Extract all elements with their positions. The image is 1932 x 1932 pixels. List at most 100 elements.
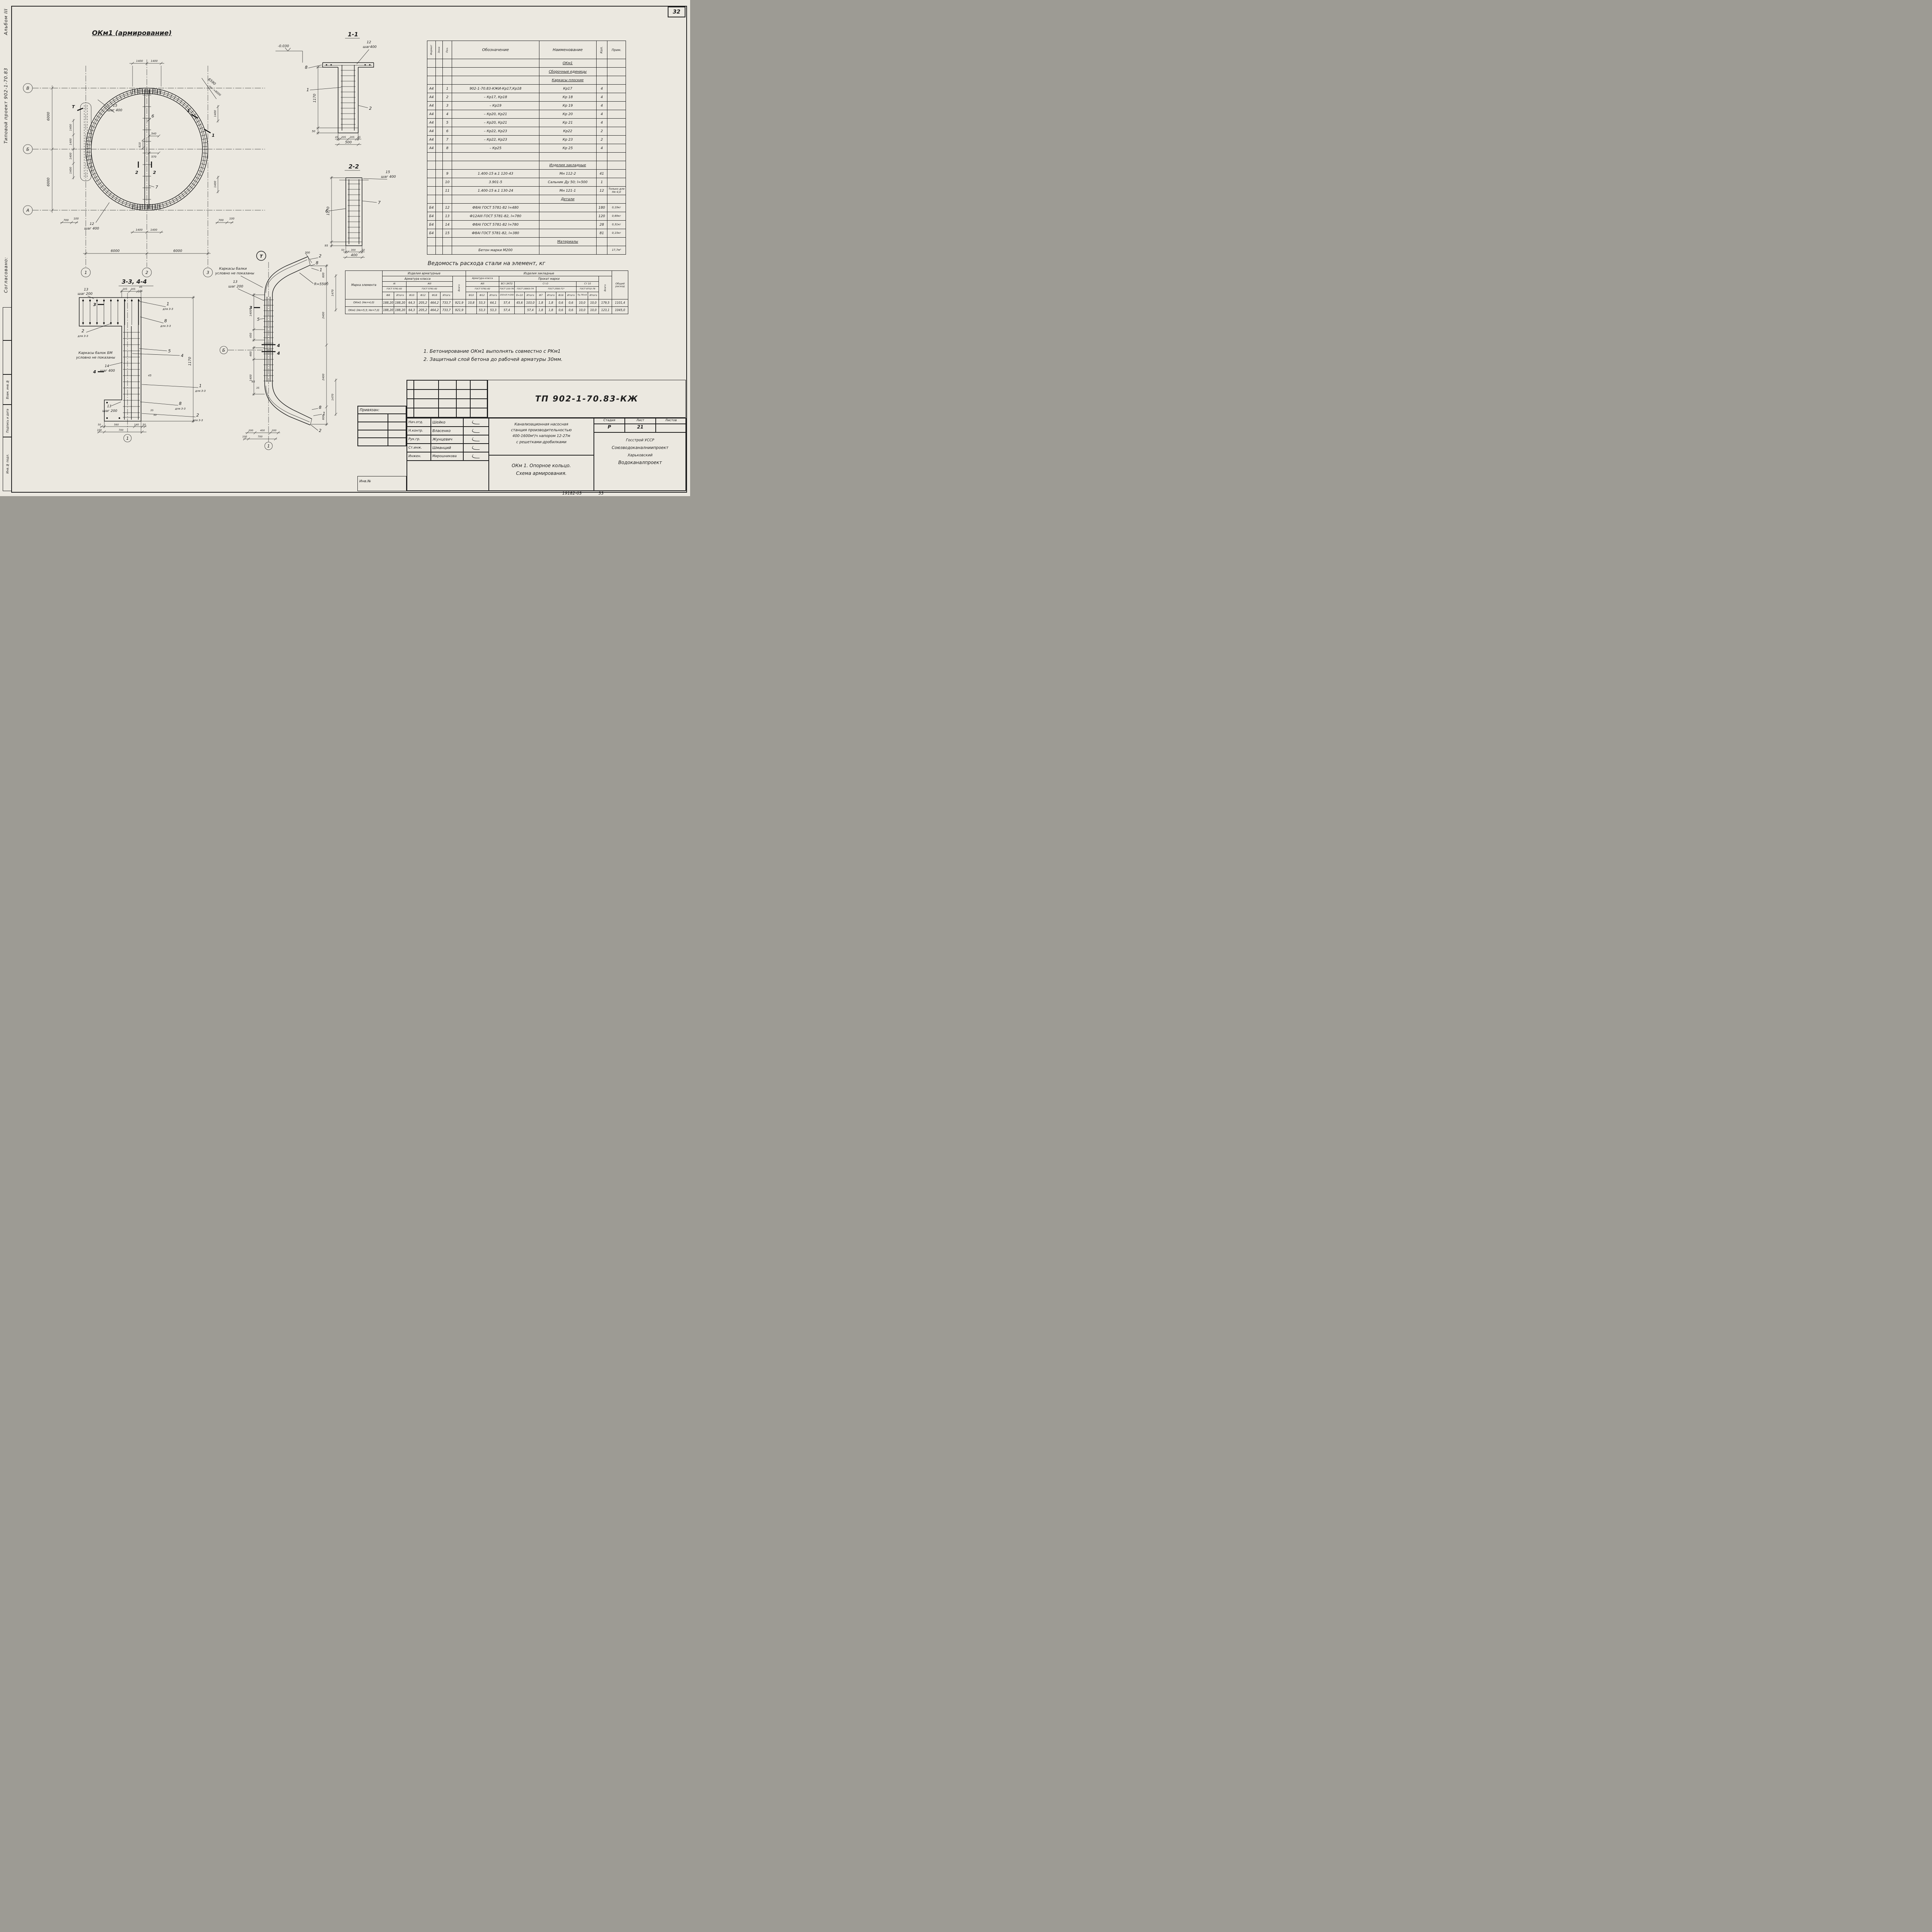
dim-label: 1400 (136, 228, 143, 231)
callout-label: для 3-3 (192, 419, 203, 422)
dim-label: 45 (357, 136, 361, 139)
callout-label: 2 (82, 328, 84, 333)
dim-label: 1170 (188, 357, 192, 366)
axis-label: А (26, 208, 29, 213)
dim-label: 50 (341, 248, 344, 252)
dim-label: 1400 (69, 153, 72, 160)
signature-mark (470, 437, 482, 441)
document-code: ТП 902-1-70.83-КЖ (488, 380, 686, 418)
dim-label: 205 (350, 136, 354, 139)
dim-label: 45 (148, 374, 151, 377)
callout-label: шаг 400 (100, 369, 115, 373)
dim-label: 1400 (151, 60, 158, 63)
spec-header-format: Формат (430, 44, 433, 55)
callout-label: для 3-3 (195, 389, 206, 393)
callout-label: шаг 200 (102, 409, 117, 413)
axis-label: 2 (146, 270, 148, 275)
plan-t-zone (80, 102, 92, 181)
axis-label: 3 (207, 270, 209, 275)
margin-box-vzam: Взам. инв.№ (3, 374, 12, 405)
dim-label: 35 (150, 409, 153, 412)
callout-label: 2 (196, 413, 199, 418)
dim-label: 300 (351, 248, 355, 252)
sheet-number: 32 (668, 7, 685, 17)
dim-label: 50 (312, 130, 315, 133)
stage-header: Стадия (594, 418, 625, 424)
dim-label: 1400 (136, 60, 143, 63)
callout-label: 1 (167, 301, 169, 306)
spec-header-note: Прим. (607, 41, 626, 59)
callout-label: 12 (90, 222, 94, 226)
spec-group-row: ОКм1 (427, 59, 626, 68)
callout-label: 13 (233, 280, 238, 284)
section-mark: 4 (277, 351, 280, 356)
dim-label: 700 (119, 429, 123, 432)
attachment-block: Привязан: (357, 406, 406, 446)
callout-label: шаг 400 (84, 227, 99, 231)
detail-labels: R=5500 300 2 8 1 3 5 4 4 8 1 2 (249, 251, 328, 433)
plan-drawing: В Б А 1 2 3 6000 6000 (23, 60, 265, 277)
axis-label: 1 (126, 436, 129, 441)
section-title: 2-2 (349, 163, 359, 170)
section-mark: 3 (249, 305, 252, 310)
callout-label: 8 (319, 405, 321, 410)
callout-label: шаг 200 (78, 292, 93, 296)
note-label: условно не показаны (76, 356, 115, 360)
dim-label: 1400 (69, 167, 72, 174)
section-2-2: 2-2 15 шаг 400 7 6 1170 95 50 300 50 (325, 163, 396, 259)
dim-label: 1400 (249, 310, 252, 316)
callout-label: 13 (107, 405, 112, 408)
callout-label: шаг 400 (107, 109, 122, 112)
dim-label: 205 (131, 287, 135, 291)
section-dims: 1170 95 50 300 50 400 (325, 176, 365, 259)
axis-label: Б (26, 147, 29, 152)
callout-label: 7 (155, 185, 158, 190)
section-title: 1-1 (348, 31, 358, 38)
section-rebar (348, 179, 360, 244)
dim-label: 100 (229, 217, 235, 220)
axis-label: В (26, 86, 29, 91)
dim-label: 200 (248, 429, 253, 432)
signature-mark (470, 429, 482, 433)
dim-label: 1400 (69, 138, 72, 145)
signer-role: Ст.инж. (407, 444, 431, 452)
dim-label: 1470 (331, 289, 334, 296)
dim-label: 100 (73, 217, 79, 220)
signer-role: Инжен. (407, 452, 431, 461)
callout-label: 2 (369, 106, 372, 111)
dim-label: 540 (151, 132, 156, 135)
callout-label: 13 (84, 288, 88, 292)
dim-label: 2400 (322, 374, 325, 381)
dim-label: 500 (345, 141, 352, 145)
spec-group-row: Сборочные единицы (427, 67, 626, 76)
dim-label: 1400 (214, 110, 217, 117)
dim-label: 300 (305, 251, 310, 254)
sheet-title: ОКм 1. Опорное кольцо. Схема армирования… (489, 455, 594, 491)
callout-label: 12 (367, 41, 371, 44)
section-labels: 15 шаг 400 7 6 (325, 170, 396, 214)
margin-box-empty-2 (3, 340, 12, 375)
dim-label: 45 (335, 136, 338, 139)
section-labels: 13 шаг 200 205 205 45 1 для 3-3 2 для 3-… (76, 286, 206, 422)
dim-label: 560 (114, 423, 119, 426)
project-description: Канализационная насосная станция произво… (489, 418, 594, 455)
callout-label: 1 (199, 383, 202, 388)
callout-label: 6 (151, 114, 154, 119)
section-labels: 12 шаг400 8 1 2 (305, 41, 377, 111)
plan-dims: 6000 6000 6000 6000 1400 1400 1400 1400 … (47, 60, 235, 255)
dim-label: 1400 (150, 228, 157, 231)
radius-label: R=5500 (314, 282, 328, 286)
inventory-label: Инв.№ (359, 480, 371, 483)
elevation-mark: -0.030 (276, 44, 303, 63)
section-title: 3-3, 4-4 (122, 278, 147, 285)
dim-label: 2400 (322, 312, 325, 319)
note-label: Каркасы балки (219, 267, 247, 271)
steel-consumption-table: Марка элемента Изделия арматурные Издели… (345, 270, 629, 314)
